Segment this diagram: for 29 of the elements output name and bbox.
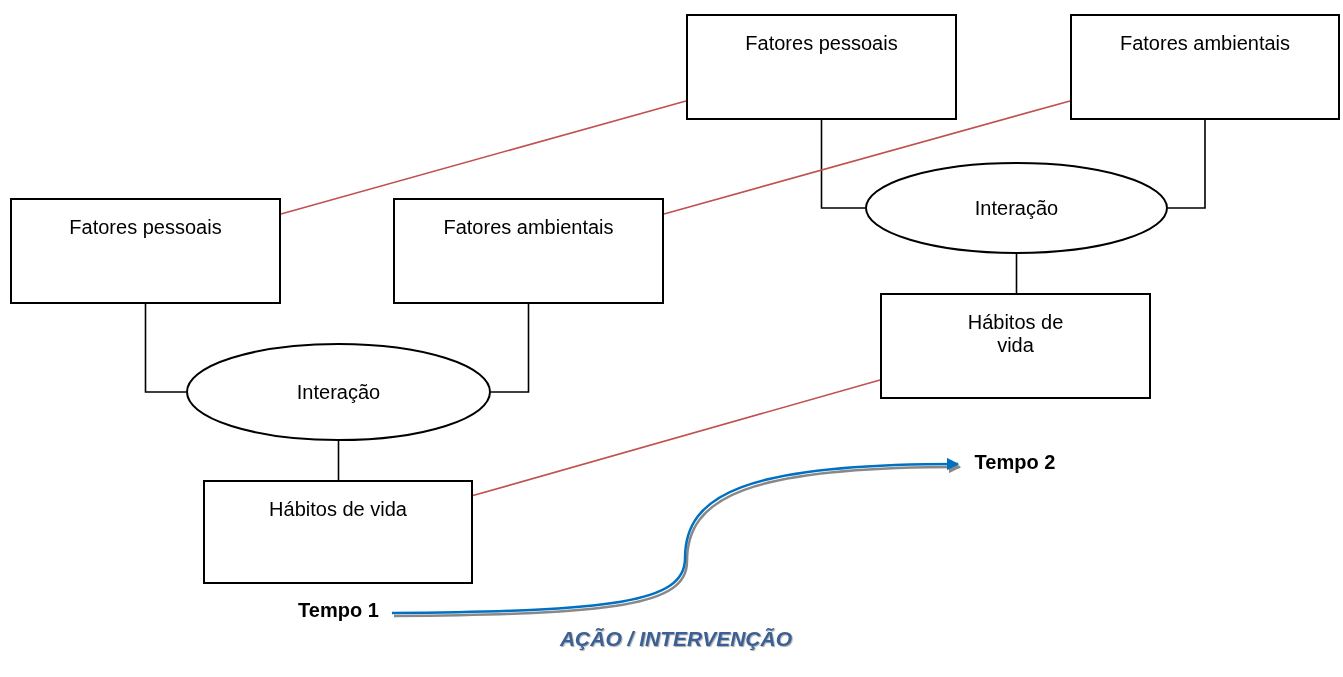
node-text: Hábitos de vida: [269, 498, 407, 520]
interaction-ellipse: [186, 343, 491, 441]
interaction-ellipse: [865, 162, 1168, 254]
connector-line: [1015, 253, 1018, 294]
factor-box: [880, 293, 1151, 399]
connector-line: [144, 303, 187, 393]
node-text: Fatores ambientais: [1119, 32, 1291, 54]
connector-line: [820, 119, 866, 209]
node-text: Interação: [296, 380, 381, 404]
connector-line: [280, 100, 687, 215]
node-text: Fatores ambientais: [443, 216, 614, 238]
connector-line: [472, 379, 881, 497]
time-label: Tempo 2: [960, 451, 1070, 477]
factor-box: [393, 198, 664, 304]
time-label: Tempo 1: [285, 599, 392, 625]
curved-arrow: [392, 457, 960, 615]
connector-line: [663, 100, 1071, 215]
factor-box: [10, 198, 281, 304]
connector-line: [1167, 119, 1206, 209]
factor-box: [686, 14, 957, 120]
node-text: Fatores pessoais: [69, 216, 222, 238]
connector-line: [337, 440, 340, 481]
factor-box: [1070, 14, 1340, 120]
connector-line: [490, 303, 530, 393]
factor-box: [203, 480, 473, 584]
node-text: Hábitos de vida: [966, 311, 1065, 357]
node-text: Fatores pessoais: [745, 32, 898, 54]
node-text: Interação: [974, 196, 1059, 220]
edge-label: AÇÃO / INTERVENÇÃO: [559, 627, 793, 651]
